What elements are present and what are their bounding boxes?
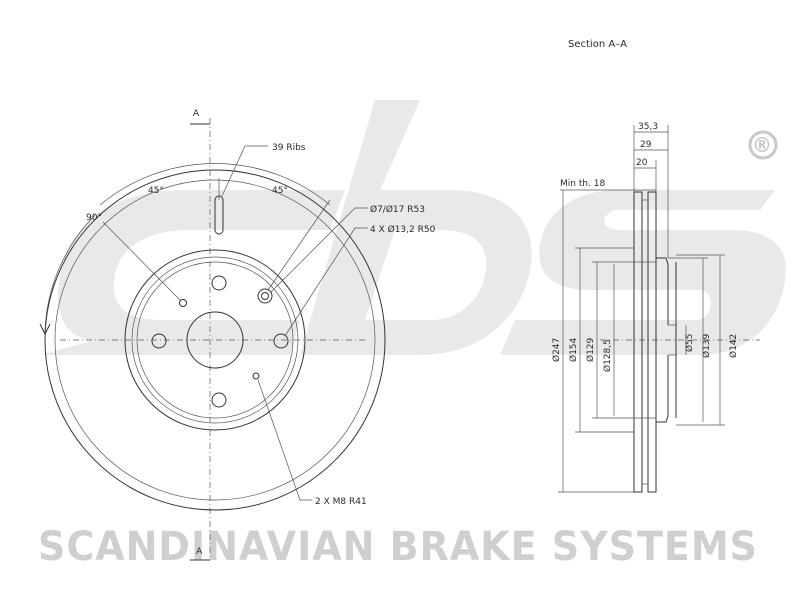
min-thickness-label: Min th. 18 xyxy=(560,179,606,189)
small-hole-right-inner xyxy=(261,292,269,300)
angle-label-top-right: 45° xyxy=(272,186,288,196)
front-view: A A 90° 45° 45° 39 Rib xyxy=(39,109,436,561)
hat-outer xyxy=(124,249,306,431)
angle-label-left: 90° xyxy=(86,213,102,223)
screw-spec-leader xyxy=(257,379,312,501)
disc-friction-ring-right xyxy=(647,191,657,493)
hole-spec-2-label: 4 X Ø13,2 R50 xyxy=(370,224,436,235)
disc-friction-ring-left xyxy=(633,191,643,493)
hat-profile-top xyxy=(656,257,669,325)
hat-profile-bottom xyxy=(656,355,669,423)
dim-width-29: 29 xyxy=(640,140,652,150)
small-hole-left xyxy=(179,299,187,307)
section-marker-bottom: A xyxy=(196,547,203,557)
dim-d128-5-label: Ø128,5 xyxy=(602,339,613,372)
bolt-hole-right xyxy=(273,333,289,349)
ribs-label: 39 Ribs xyxy=(272,143,306,153)
dim-d129-label: Ø129 xyxy=(585,337,596,362)
angle-line-right xyxy=(267,199,331,291)
registered-mark-ring xyxy=(748,130,778,160)
angle-arc-top xyxy=(99,163,331,206)
screw-spec-label: 2 X M8 R41 xyxy=(315,497,367,507)
bolt-hole-left xyxy=(151,333,167,349)
small-hole-right-outer xyxy=(257,288,273,304)
dim-d139-label: Ø139 xyxy=(701,333,712,358)
registered-mark: ® xyxy=(752,133,772,157)
dim-total-width: 35,3 xyxy=(638,122,658,132)
dim-d55-label: Ø55 xyxy=(684,333,695,352)
ribs-leader xyxy=(221,145,268,197)
hole-spec-2-leader xyxy=(284,227,368,337)
brand-name: SCANDINAVIAN BRAKE SYSTEMS xyxy=(38,524,758,570)
disc-outer-edge xyxy=(44,169,386,511)
hole-spec-1-label: Ø7/Ø17 R53 xyxy=(370,204,425,215)
dim-d154-label: Ø154 xyxy=(568,337,579,362)
dim-d247-label: Ø247 xyxy=(551,338,562,362)
sbs-logo-watermark xyxy=(40,100,786,355)
dim-width-20: 20 xyxy=(636,158,648,168)
hat-inner xyxy=(136,261,294,419)
center-bore xyxy=(186,311,244,369)
hat-step xyxy=(131,256,299,424)
hole-spec-1-leader xyxy=(270,207,368,293)
screw-hole xyxy=(252,372,260,380)
disc-inner-edge xyxy=(54,179,376,501)
angle-label-top-left: 45° xyxy=(148,186,164,196)
bolt-hole-bottom xyxy=(211,392,227,408)
section-view: 35,3 29 20 Min th. 18 Ø247 Ø154 Ø129 Ø12… xyxy=(551,122,760,493)
angle-arc-left xyxy=(44,214,96,331)
bolt-hole-top xyxy=(211,275,227,291)
angle-arrow-left xyxy=(39,323,51,336)
angle-line-left xyxy=(102,221,181,301)
dim-d142-label: Ø142 xyxy=(728,334,739,358)
section-title: Section A–A xyxy=(568,39,627,50)
section-marker-top: A xyxy=(193,109,200,119)
